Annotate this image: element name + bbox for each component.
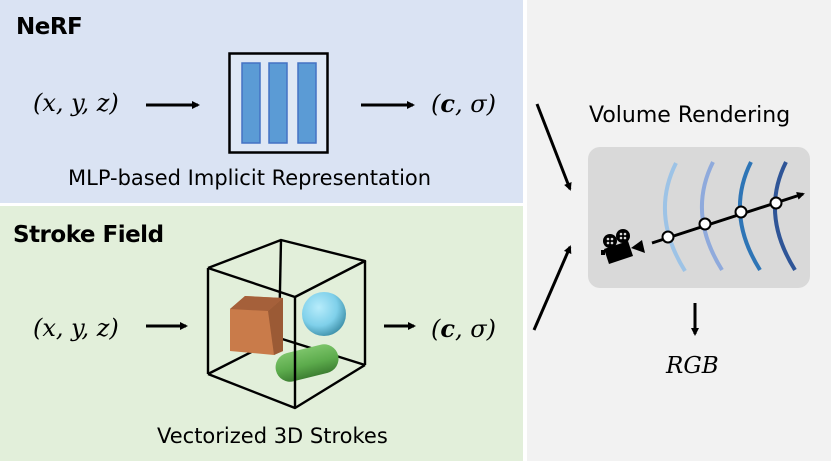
stroke-field-title: Stroke Field	[13, 222, 164, 248]
paren: (	[431, 90, 441, 118]
nerf-title: NeRF	[16, 14, 83, 40]
paren: (	[431, 315, 441, 343]
sample-point	[769, 196, 783, 210]
cube-shape	[230, 296, 283, 355]
mlp-layer-bar	[241, 62, 261, 144]
sigma-symbol: , σ)	[455, 315, 497, 343]
capsule-shape	[275, 344, 339, 382]
nerf-caption: MLP-based Implicit Representation	[68, 166, 432, 190]
nerf-to-render-arrow	[535, 103, 572, 191]
density-curve	[662, 162, 687, 273]
density-curve	[772, 161, 797, 272]
sigma-symbol: , σ)	[455, 90, 497, 118]
color-symbol: c	[440, 89, 455, 118]
stroke-output: (c, σ)	[431, 314, 496, 343]
density-curve	[699, 161, 724, 272]
mlp-layer-bar	[297, 62, 317, 144]
stroke-to-render-arrow	[532, 245, 572, 331]
stroke-field-caption: Vectorized 3D Strokes	[157, 424, 388, 448]
color-symbol: c	[440, 314, 455, 343]
vectorized-strokes-icon	[206, 238, 367, 410]
nerf-input-coords: (x, y, z)	[33, 89, 119, 117]
nerf-output: (c, σ)	[431, 89, 496, 118]
sample-point	[661, 230, 675, 244]
movie-camera-icon	[601, 229, 645, 264]
rgb-output: RGB	[666, 353, 719, 379]
volume-rendering-box	[588, 147, 810, 288]
mlp-network-icon	[228, 52, 329, 154]
sample-point	[698, 217, 712, 231]
stroke-input-coords: (x, y, z)	[33, 314, 119, 342]
sphere-shape	[302, 292, 346, 336]
sample-point	[734, 205, 748, 219]
volume-rendering-title: Volume Rendering	[589, 103, 791, 128]
mlp-layer-bar	[268, 62, 288, 144]
